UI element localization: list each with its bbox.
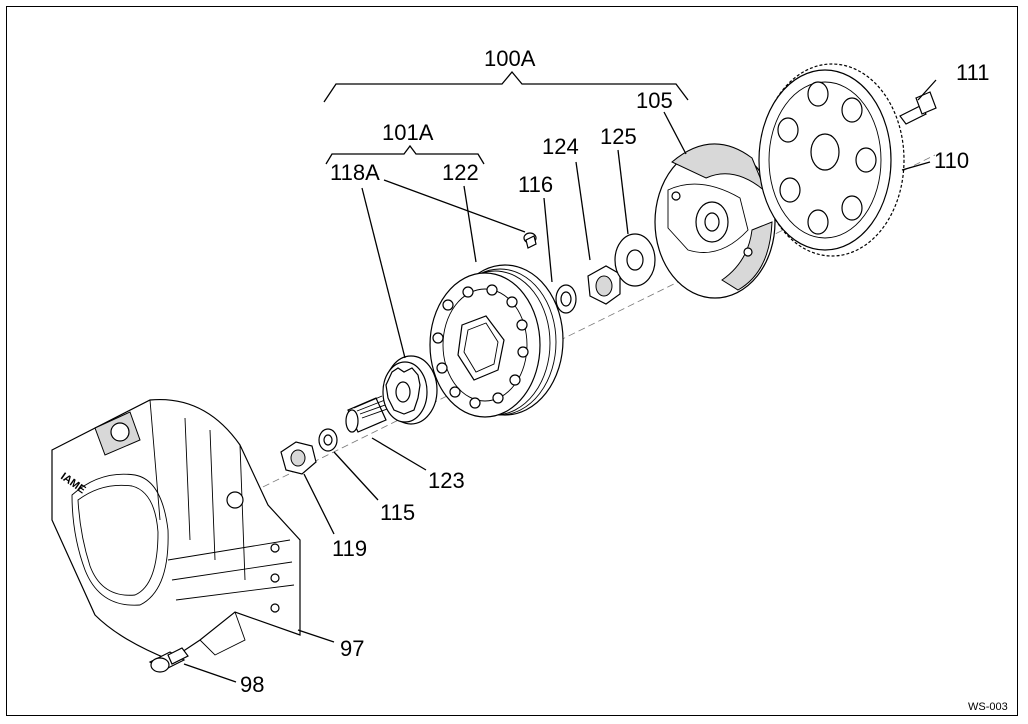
callout-97: 97	[340, 636, 364, 661]
leader-125	[617, 149, 629, 235]
clutch-nut	[587, 265, 621, 305]
callout-116: 116	[518, 172, 553, 197]
leader-111	[917, 79, 937, 101]
needle-bearing	[345, 395, 391, 433]
leader-115	[333, 451, 379, 501]
drum-nut	[280, 441, 317, 475]
group-bracket-101a	[325, 144, 485, 165]
clutch-drum	[429, 264, 564, 418]
engine-housing: IAME	[51, 398, 301, 661]
callout-124: 124	[542, 134, 579, 159]
leader-97	[297, 629, 335, 643]
callout-119: 119	[332, 536, 367, 561]
leader-105	[663, 111, 687, 155]
washer-116	[555, 284, 577, 314]
housing-bolt	[148, 647, 189, 673]
callout-125: 125	[600, 124, 637, 149]
callout-110: 110	[934, 148, 969, 173]
leader-98	[183, 663, 237, 683]
leader-119	[303, 473, 335, 535]
callout-123: 123	[428, 468, 465, 493]
drive-gear	[758, 63, 905, 257]
gear-bolt	[899, 91, 937, 125]
sprocket	[382, 355, 438, 425]
callout-118a: 118A	[330, 160, 380, 185]
callout-115: 115	[380, 500, 415, 525]
callout-100a: 100A	[484, 46, 536, 71]
leader-124	[575, 161, 591, 261]
leader-118a-sprocket	[361, 187, 406, 359]
callout-101a: 101A	[382, 120, 434, 145]
diagram-frame	[6, 6, 1018, 716]
leader-116	[543, 197, 553, 283]
washer-125	[614, 233, 656, 287]
callout-111: 111	[956, 60, 989, 85]
leader-122	[463, 185, 477, 263]
drawing-reference: WS-003	[968, 701, 1008, 713]
leader-110	[901, 161, 931, 171]
callout-98: 98	[240, 672, 264, 697]
washer-115	[318, 428, 338, 452]
leader-118a-screw	[383, 179, 526, 233]
group-bracket-100a	[323, 70, 689, 103]
drum-screw	[523, 232, 537, 249]
clutch-shoe-assembly	[654, 143, 776, 299]
callout-105: 105	[636, 88, 673, 113]
callout-122: 122	[442, 160, 479, 185]
leader-123	[371, 437, 427, 471]
